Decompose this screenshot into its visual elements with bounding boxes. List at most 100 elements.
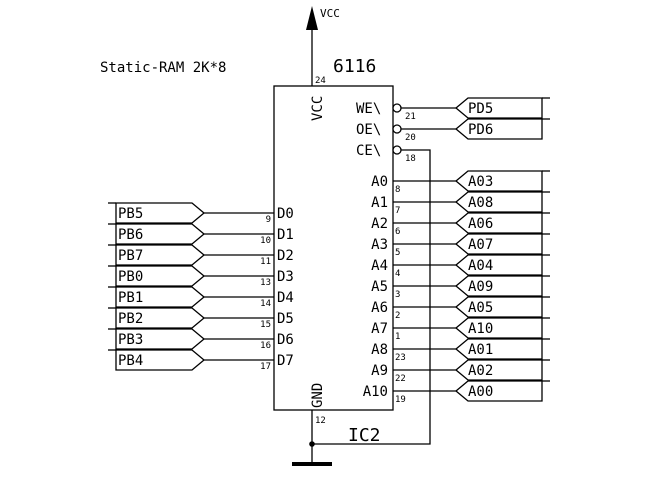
pin-number-a7: 1	[395, 332, 400, 342]
net-flag-a07	[454, 233, 543, 255]
pin-label-d3: D3	[277, 269, 294, 285]
pin-label-d7: D7	[277, 353, 294, 369]
pin-label-a7: A7	[371, 321, 388, 337]
pin-label-a2: A2	[371, 216, 388, 232]
pin-label-a6: A6	[371, 300, 388, 316]
ce-ground-wire	[312, 149, 431, 445]
part-number: 6116	[333, 56, 376, 77]
net-label-pb1: PB1	[118, 290, 143, 306]
pin-number-d6: 16	[260, 341, 271, 351]
pin-number-oe: 20	[405, 133, 416, 143]
net-flag-a04	[454, 254, 543, 276]
net-label-a05: A05	[468, 300, 493, 316]
pin-label-a9: A9	[371, 363, 388, 379]
net-flag-a05	[454, 296, 543, 318]
net-label-pd5: PD5	[468, 101, 493, 117]
net-label-pb6: PB6	[118, 227, 143, 243]
net-label-a08: A08	[468, 195, 493, 211]
pin-number-a9: 22	[395, 374, 406, 384]
pin-label-a8: A8	[371, 342, 388, 358]
pin-label-d1: D1	[277, 227, 294, 243]
net-flag-a06	[454, 212, 543, 234]
pin-label-a4: A4	[371, 258, 388, 274]
pin-label-ce: CE\	[356, 143, 381, 159]
pin-number-d5: 15	[260, 320, 271, 330]
pin-number-d7: 17	[260, 362, 271, 372]
net-label-pb7: PB7	[118, 248, 143, 264]
pin-label-a0: A0	[371, 174, 388, 190]
pin-number-a5: 3	[395, 290, 400, 300]
pin-number-d3: 13	[260, 278, 271, 288]
net-label-a09: A09	[468, 279, 493, 295]
pin-label-oe: OE\	[356, 122, 381, 138]
pin-number-a10: 19	[395, 395, 406, 405]
net-label-pb4: PB4	[118, 353, 143, 369]
net-label-a02: A02	[468, 363, 493, 379]
net-label-a03: A03	[468, 174, 493, 190]
pin-number-we: 21	[405, 112, 416, 122]
net-label-pd6: PD6	[468, 122, 493, 138]
net-flag-a00	[454, 380, 543, 402]
pin-label-a5: A5	[371, 279, 388, 295]
pin-number-a1: 7	[395, 206, 400, 216]
net-label-a10: A10	[468, 321, 493, 337]
net-flag-pd6	[454, 118, 543, 140]
pin-label-a1: A1	[371, 195, 388, 211]
vcc-supply: VCC 24	[306, 6, 340, 86]
net-flag-pb4	[115, 349, 206, 371]
pin-number-d0: 9	[266, 215, 271, 225]
net-label-a06: A06	[468, 216, 493, 232]
pin-label-a3: A3	[371, 237, 388, 253]
net-label-pb5: PB5	[118, 206, 143, 222]
net-flag-pb6	[115, 223, 206, 245]
pin-number-ce: 18	[405, 154, 416, 164]
pin-number-d2: 11	[260, 257, 271, 267]
net-label-pb3: PB3	[118, 332, 143, 348]
pin-label-we: WE\	[356, 101, 381, 117]
pin-number-a2: 6	[395, 227, 400, 237]
net-flag-pb2	[115, 307, 206, 329]
net-flag-a02	[454, 359, 543, 381]
pin-number-a3: 5	[395, 248, 400, 258]
net-flag-a03	[454, 170, 543, 192]
gnd-supply: 12	[292, 410, 332, 466]
net-flag-pb5	[115, 202, 206, 224]
pin-label-d2: D2	[277, 248, 294, 264]
inverting-bubble-icon	[392, 103, 402, 113]
pin-number-a8: 23	[395, 353, 406, 363]
net-label-a04: A04	[468, 258, 493, 274]
net-flag-pb3	[115, 328, 206, 350]
net-label-pb0: PB0	[118, 269, 143, 285]
vcc-pin-number: 24	[315, 76, 326, 86]
pin-number-d4: 14	[260, 299, 271, 309]
net-flag-a10	[454, 317, 543, 339]
pin-number-a4: 4	[395, 269, 400, 279]
net-label-a07: A07	[468, 237, 493, 253]
net-flag-a01	[454, 338, 543, 360]
pin-number-d1: 10	[260, 236, 271, 246]
pin-label-d5: D5	[277, 311, 294, 327]
net-label-a00: A00	[468, 384, 493, 400]
inverting-bubble-icon	[392, 124, 402, 134]
ic-reference: IC2	[348, 425, 381, 446]
ic-body	[273, 85, 394, 411]
vcc-label: VCC	[320, 7, 340, 20]
pin-number-a6: 2	[395, 311, 400, 321]
inverting-bubble-icon	[392, 145, 402, 155]
net-flag-pb0	[115, 265, 206, 287]
net-flag-pb7	[115, 244, 206, 266]
net-flag-a09	[454, 275, 543, 297]
net-label-a01: A01	[468, 342, 493, 358]
pin-label-d4: D4	[277, 290, 294, 306]
net-flag-pd5	[454, 97, 543, 119]
vcc-arrow-icon	[306, 6, 318, 30]
pin-label-d0: D0	[277, 206, 294, 222]
gnd-pin-number: 12	[315, 416, 326, 426]
net-flag-pb1	[115, 286, 206, 308]
diagram-title: Static-RAM 2K*8	[100, 60, 226, 76]
pin-label-d6: D6	[277, 332, 294, 348]
gnd-pin-label: GND	[310, 383, 326, 408]
net-flag-a08	[454, 191, 543, 213]
